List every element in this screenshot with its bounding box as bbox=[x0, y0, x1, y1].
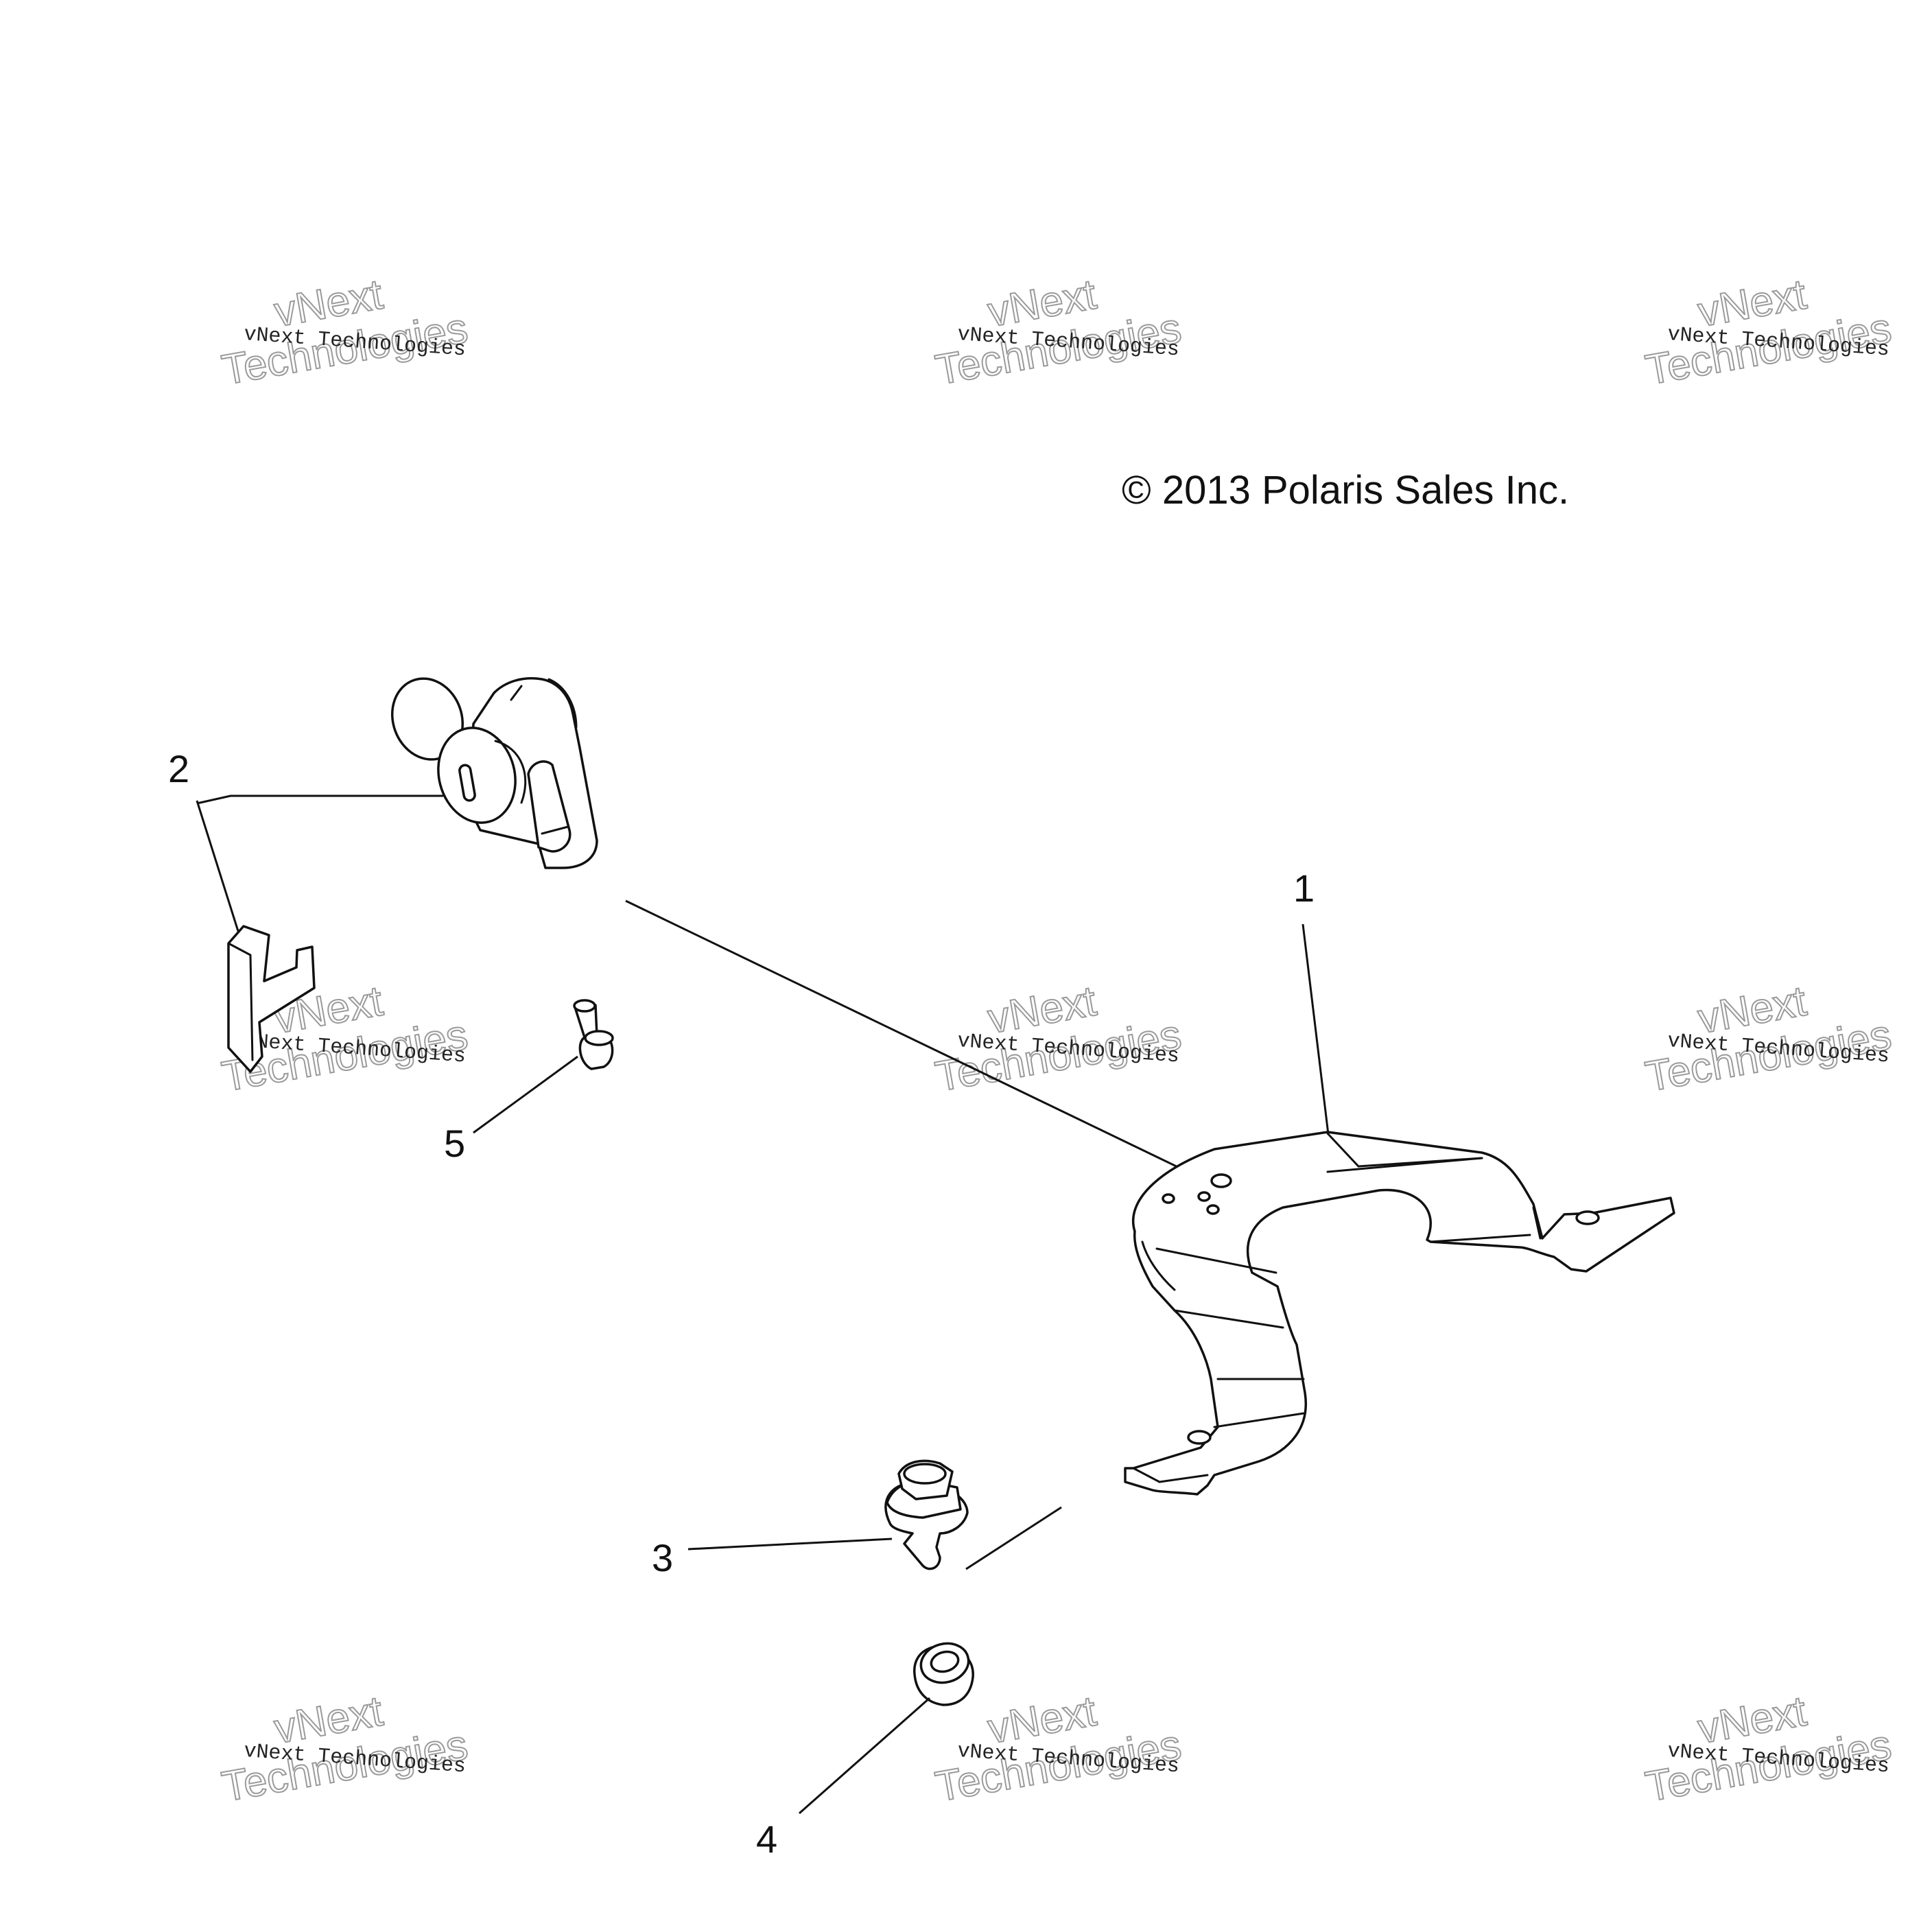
leader-2 bbox=[196, 794, 443, 805]
bracket-hole bbox=[1575, 1210, 1600, 1225]
watermark: vNext Technologies vNext Technologies bbox=[217, 1687, 471, 1812]
leader-4 bbox=[799, 1697, 930, 1815]
key-cylinder bbox=[437, 727, 517, 824]
leader-3 bbox=[687, 1538, 893, 1551]
callout-5: 5 bbox=[444, 1122, 465, 1165]
bracket-part-1 bbox=[1124, 1131, 1675, 1496]
bracket-hole bbox=[1187, 1430, 1212, 1445]
watermark: vNext Technologies vNext Technologies bbox=[1641, 270, 1895, 395]
bracket-hole bbox=[1162, 1193, 1175, 1204]
ignition-switch-part-2 bbox=[390, 677, 598, 869]
bolt-part-3 bbox=[884, 1459, 969, 1570]
watermark-layer: vNext Technologies vNext Technologies vN… bbox=[217, 270, 1895, 1812]
nut-part-4 bbox=[913, 1642, 974, 1706]
callout-2: 2 bbox=[168, 747, 189, 790]
key-part-2 bbox=[227, 925, 316, 1073]
key-slot bbox=[458, 764, 476, 802]
watermark: vNext Technologies vNext Technologies bbox=[1641, 977, 1895, 1102]
callout-1: 1 bbox=[1293, 867, 1315, 910]
leader-5 bbox=[473, 1055, 578, 1134]
watermark: vNext Technologies vNext Technologies bbox=[931, 977, 1185, 1102]
bracket-hole bbox=[1210, 1173, 1232, 1188]
bracket-hole bbox=[1206, 1204, 1220, 1215]
leader-1 bbox=[1301, 923, 1330, 1135]
bracket-hole bbox=[1197, 1191, 1211, 1202]
assembly-line-bolt bbox=[965, 1506, 1062, 1570]
assembly-line-switch bbox=[625, 899, 1184, 1171]
callout-3: 3 bbox=[652, 1536, 673, 1579]
screw-part-5 bbox=[573, 999, 614, 1070]
watermark: vNext Technologies vNext Technologies bbox=[217, 270, 471, 395]
callout-4: 4 bbox=[756, 1817, 777, 1861]
copyright-text: © 2013 Polaris Sales Inc. bbox=[1122, 468, 1569, 513]
watermark: vNext Technologies vNext Technologies bbox=[931, 270, 1185, 395]
watermark: vNext Technologies vNext Technologies bbox=[1641, 1687, 1895, 1812]
leader-2-key bbox=[196, 800, 239, 932]
